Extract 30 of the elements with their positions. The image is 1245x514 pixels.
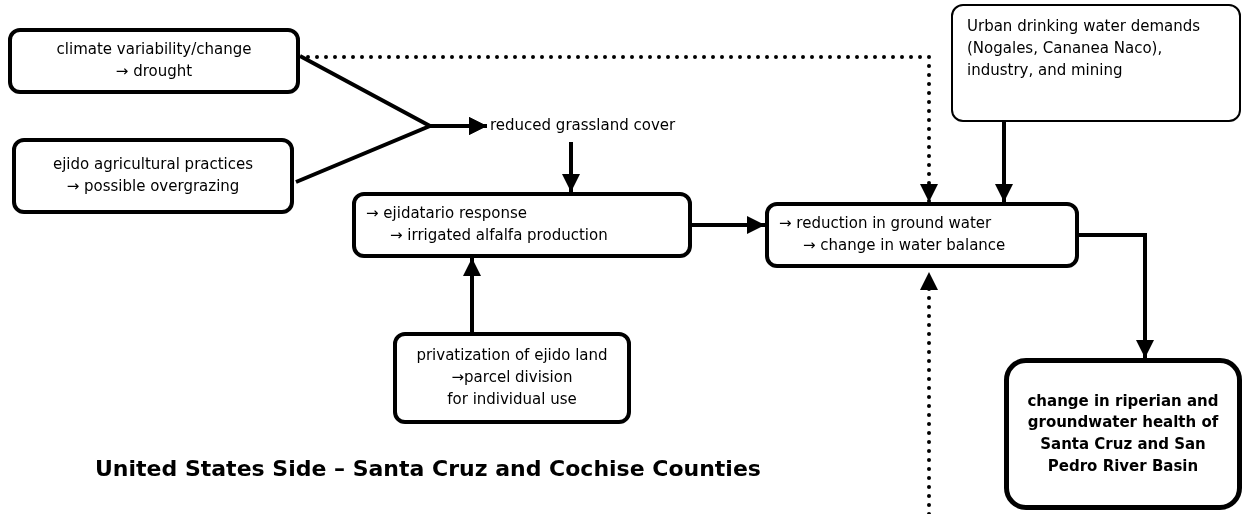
- arrow: [463, 258, 481, 332]
- node-text: reduced grassland cover: [490, 115, 677, 137]
- arrow: [692, 216, 765, 234]
- process-box: [393, 332, 631, 424]
- node-text-line: privatization of ejido land: [415, 345, 609, 367]
- node-text-line: →parcel division: [450, 367, 574, 389]
- dotted-arrow: [920, 270, 938, 514]
- node-text-line: → reduction in ground water: [779, 213, 993, 235]
- driver-box: [951, 4, 1241, 122]
- process-box: [12, 138, 294, 214]
- node-text-line: → drought: [114, 61, 194, 82]
- node-text-line: → irrigated alfalfa production: [389, 225, 609, 246]
- outcome-box: [1004, 358, 1242, 510]
- node-text-line: ejido agricultural practices: [51, 154, 255, 176]
- process-box: [8, 28, 300, 94]
- region-caption: United States Side – Santa Cruz and Cochise Counties: [95, 456, 761, 481]
- node-text-line: change in riperian and groundwater health of Santa Cruz and San Pedro River Basin: [1026, 390, 1220, 477]
- process-box: [765, 202, 1079, 268]
- dotted-arrow: [306, 55, 938, 204]
- node-text-line: → ejidatario response: [366, 203, 529, 225]
- process-box: [352, 192, 692, 258]
- arrow: [295, 117, 487, 184]
- node-text-line: climate variability/change: [55, 39, 253, 61]
- arrow: [562, 142, 580, 192]
- node-text-line: → possible overgrazing: [65, 176, 241, 197]
- arrow: [1079, 233, 1154, 358]
- node-text-line: → change in water balance: [802, 235, 1007, 256]
- node-text-line: Urban drinking water demands (Nogales, Cananea Naco), industry, and mining: [967, 16, 1202, 81]
- node-text-line: for individual use: [446, 388, 578, 410]
- arrow: [995, 122, 1013, 202]
